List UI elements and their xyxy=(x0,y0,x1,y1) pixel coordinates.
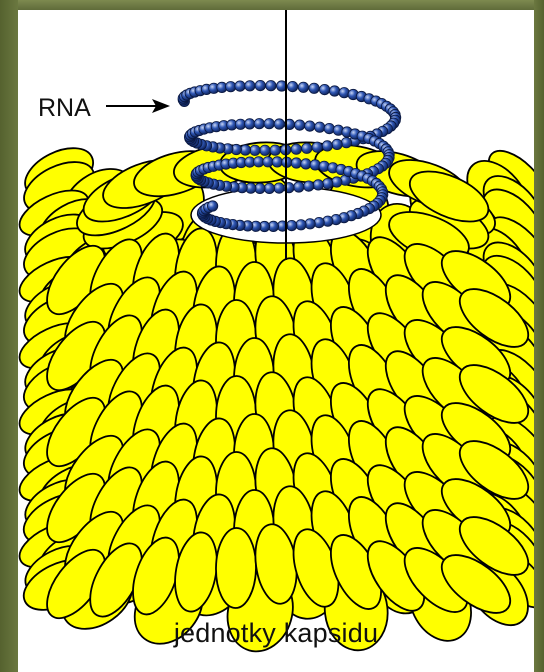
rna-bead xyxy=(235,81,245,91)
rna-bead xyxy=(332,139,342,149)
rna-bead xyxy=(296,220,306,230)
rna-bead xyxy=(272,157,282,167)
rna-bead xyxy=(226,82,236,92)
rna-bead xyxy=(266,81,276,91)
rna-bead xyxy=(313,180,323,190)
slide-frame-right xyxy=(534,0,544,672)
figure-panel: RNA jednotky kapsidu xyxy=(18,10,534,672)
rna-bead xyxy=(302,143,312,153)
capsid-body xyxy=(18,138,534,659)
rna-bead xyxy=(312,142,322,152)
rna-bead xyxy=(260,145,270,155)
rna-bead xyxy=(274,183,284,193)
rna-bead xyxy=(341,138,351,148)
rna-bead xyxy=(339,88,349,98)
rna-label: RNA xyxy=(38,94,91,123)
capsid-units-caption: jednotky kapsidu xyxy=(18,618,534,649)
rna-bead xyxy=(264,183,274,193)
rna-bead xyxy=(332,177,342,187)
rna-bead xyxy=(295,120,305,130)
rna-bead xyxy=(255,80,265,90)
rna-bead xyxy=(274,119,284,129)
rna-bead xyxy=(287,81,297,91)
rna-arrow xyxy=(106,99,170,113)
rna-bead xyxy=(305,121,315,131)
rna-bead xyxy=(270,145,280,155)
rna-bead xyxy=(254,119,264,129)
rna-bead xyxy=(294,182,304,192)
rna-bead xyxy=(304,181,314,191)
rna-bead xyxy=(324,123,334,133)
rna-bead xyxy=(264,119,274,129)
rna-bead xyxy=(301,159,311,169)
rna-bead xyxy=(315,122,325,132)
rna-bead xyxy=(329,86,339,96)
rna-bead xyxy=(298,82,308,92)
rna-bead xyxy=(291,158,301,168)
rna-bead xyxy=(291,144,301,154)
slide-frame-left xyxy=(0,0,18,672)
rna-bead xyxy=(323,178,333,188)
rna-bead xyxy=(245,119,255,129)
tobacco-mosaic-virus-diagram xyxy=(18,10,534,672)
rna-bead xyxy=(250,145,260,155)
rna-bead xyxy=(319,84,329,94)
rna-bead xyxy=(322,141,332,151)
rna-bead xyxy=(207,201,217,211)
rna-bead xyxy=(245,81,255,91)
rna-bead xyxy=(263,157,273,167)
slide-frame-top xyxy=(0,0,544,10)
rna-bead xyxy=(309,83,319,93)
front-capsomer xyxy=(215,528,256,609)
